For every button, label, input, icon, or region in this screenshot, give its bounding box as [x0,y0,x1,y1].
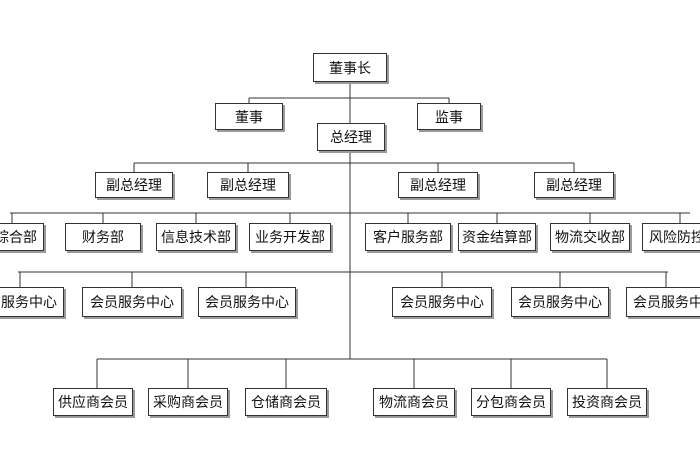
member-box-purchaser: 采购商会员 [148,388,228,416]
general-manager-box: 总经理 [317,123,385,151]
supervisor-box: 监事 [417,103,481,130]
department-box-risk-control: 风险防控部 [642,223,700,251]
member-box-warehouse: 仓储商会员 [245,388,327,416]
vice-gm-box: 副总经理 [534,172,614,198]
chairman-box: 董事长 [313,53,387,82]
member-box-subcontractor: 分包商会员 [471,388,551,416]
service-center-box: 会员服务中心 [392,287,492,317]
department-box-settlement: 资金结算部 [458,223,536,251]
member-box-supplier: 供应商会员 [53,388,133,416]
service-center-box: 会员服务中心 [198,287,296,317]
member-box-investor: 投资商会员 [567,388,647,416]
service-center-box: 会员服务中心 [511,287,609,317]
department-box-finance: 财务部 [65,223,141,251]
vice-gm-box: 副总经理 [398,172,478,198]
department-box-general-affairs: 综合部 [0,223,44,251]
service-center-box: 会员服务中心 [0,287,64,317]
department-box-business-dev: 业务开发部 [249,223,331,251]
department-box-logistics: 物流交收部 [550,223,630,251]
vice-gm-box: 副总经理 [207,172,289,198]
service-center-box: 会员服务中心 [626,287,700,317]
vice-gm-box: 副总经理 [95,172,173,198]
director-box: 董事 [215,103,283,130]
member-box-logistics: 物流商会员 [373,388,455,416]
department-box-it: 信息技术部 [156,223,236,251]
service-center-box: 会员服务中心 [82,287,182,317]
department-box-customer-service: 客户服务部 [365,223,451,251]
